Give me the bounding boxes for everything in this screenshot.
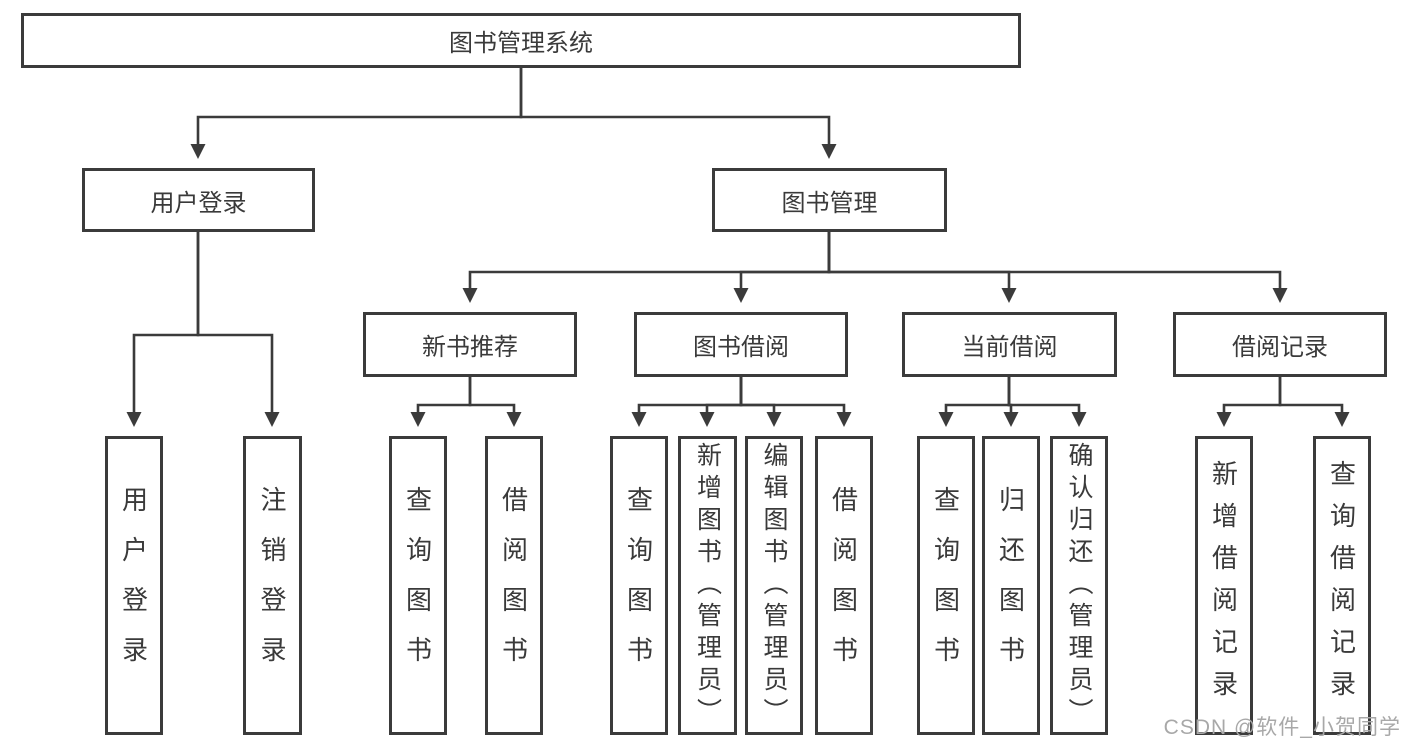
- edge-newbooks-borrow: [468, 377, 522, 427]
- node-label: 查询图书: [930, 485, 961, 686]
- leaf-borrow-books-recommend: 借阅图书: [485, 436, 543, 735]
- edge-bookborrow-borrow: [739, 377, 852, 427]
- edge-currentborrow-query: [938, 377, 1011, 427]
- node-label: 当前借阅: [961, 334, 1058, 361]
- node-book-management: 图书管理: [712, 168, 947, 232]
- node-label: 图书管理: [781, 189, 878, 217]
- leaf-borrow-books: 借阅图书: [815, 436, 873, 735]
- node-borrow-records: 借阅记录: [1173, 312, 1387, 377]
- edge-bookborrow-query: [631, 377, 743, 427]
- node-label: 借阅图书: [828, 485, 859, 686]
- node-new-book-recommend: 新书推荐: [363, 312, 577, 377]
- edge-root-book-mgmt: [519, 68, 837, 159]
- watermark: CSDN @软件_小贺同学: [1163, 716, 1401, 739]
- edge-userlogin-logout: [196, 232, 280, 427]
- node-user-login: 用户登录: [82, 168, 315, 232]
- node-current-borrowing: 当前借阅: [902, 312, 1117, 377]
- edge-bookborrow-edit: [739, 377, 782, 427]
- node-label: 确认归还（管理员）: [1065, 441, 1093, 730]
- node-label: 用户登录: [118, 485, 149, 686]
- node-label: 图书管理系统: [449, 30, 593, 57]
- leaf-return-books: 归还图书: [982, 436, 1040, 735]
- node-label: 查询图书: [402, 485, 433, 686]
- edge-records-query: [1278, 377, 1350, 427]
- node-label: 借阅图书: [498, 485, 529, 686]
- leaf-query-books-current: 查询图书: [917, 436, 975, 735]
- edge-records-add: [1216, 377, 1282, 427]
- node-library-system: 图书管理系统: [21, 13, 1021, 68]
- edge-mgmt-bookborrow: [733, 232, 831, 303]
- edge-currentborrow-confirm: [1007, 377, 1087, 427]
- node-book-borrowing: 图书借阅: [634, 312, 848, 377]
- leaf-edit-book-admin: 编辑图书（管理员）: [745, 436, 803, 735]
- edge-mgmt-borrowrecords: [827, 232, 1288, 303]
- leaf-query-books-recommend: 查询图书: [389, 436, 447, 735]
- edge-mgmt-newbooks: [462, 232, 831, 303]
- edge-root-user-login: [190, 68, 523, 159]
- leaf-add-borrow-record: 新增借阅记录: [1195, 436, 1253, 735]
- leaf-add-book-admin: 新增图书（管理员）: [678, 436, 737, 735]
- leaf-user-login: 用户登录: [105, 436, 163, 735]
- leaf-query-books-borrowing: 查询图书: [610, 436, 668, 735]
- leaf-confirm-return-admin: 确认归还（管理员）: [1050, 436, 1108, 735]
- node-label: 查询图书: [623, 485, 654, 686]
- leaf-query-borrow-record: 查询借阅记录: [1313, 436, 1371, 735]
- node-label: 新增借阅记录: [1208, 459, 1239, 712]
- node-label: 注销登录: [257, 485, 287, 686]
- node-label: 查询借阅记录: [1326, 459, 1357, 712]
- edge-userlogin-login: [126, 232, 200, 427]
- node-label: 借阅记录: [1232, 334, 1328, 361]
- edge-mgmt-currentborrow: [827, 232, 1017, 303]
- leaf-logout: 注销登录: [243, 436, 302, 735]
- edge-bookborrow-add: [699, 377, 743, 427]
- node-label: 用户登录: [150, 189, 247, 217]
- node-label: 新增图书（管理员）: [693, 441, 722, 730]
- node-label: 图书借阅: [693, 334, 789, 361]
- node-label: 编辑图书（管理员）: [760, 441, 788, 730]
- edge-newbooks-query: [410, 377, 472, 427]
- node-label: 归还图书: [995, 485, 1026, 686]
- node-label: 新书推荐: [422, 334, 518, 361]
